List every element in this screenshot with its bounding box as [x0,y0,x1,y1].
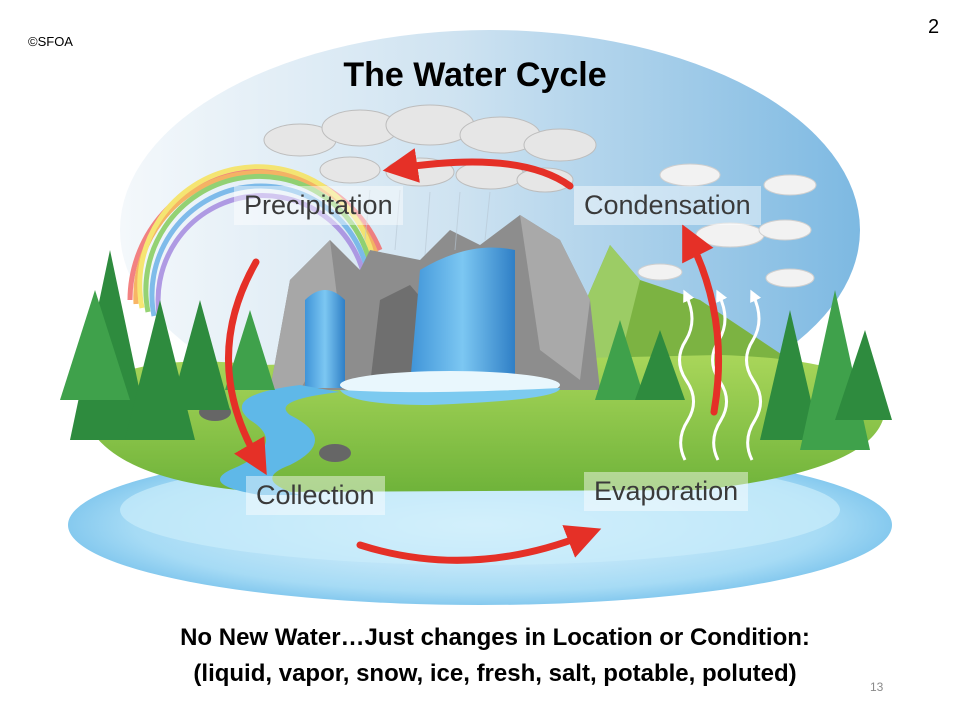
stage-label-evaporation: Evaporation [584,472,749,511]
stage-label-collection: Collection [246,476,385,515]
page-number: 13 [870,680,884,694]
cycle-arrow-icon [225,148,723,564]
tree-icon [60,250,275,440]
slide-number: 2 [928,16,940,38]
caption: No New Water…Just changes in Location or… [100,620,890,692]
rainbow-icon [127,164,383,321]
stage-label-condensation: Condensation [574,186,761,225]
stage-label-precipitation: Precipitation [234,186,403,225]
caption-line-2: (liquid, vapor, snow, ice, fresh, salt, … [193,660,797,687]
caption-line-1: No New Water…Just changes in Location or… [180,624,810,651]
copyright-notice: ©SFOA [28,34,73,49]
waterfall-icon [410,247,515,385]
page-title: The Water Cycle [343,56,607,94]
